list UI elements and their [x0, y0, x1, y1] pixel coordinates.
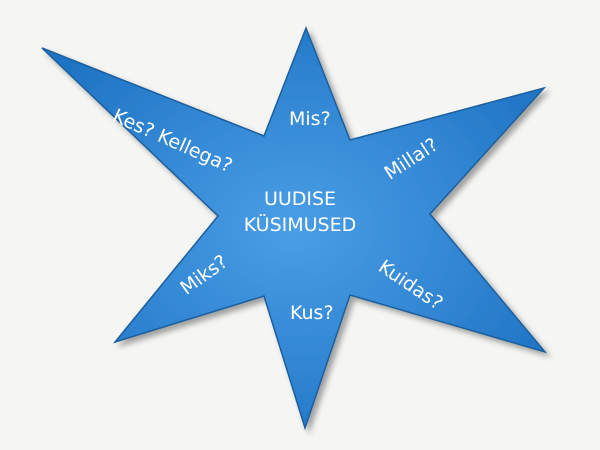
- six-point-star: [41, 25, 548, 431]
- ray-label-top: Mis?: [289, 108, 331, 130]
- center-title-line-2: KÜSIMUSED: [243, 214, 357, 236]
- center-title: UUDISE KÜSIMUSED: [215, 186, 385, 238]
- ray-label-bottom: Kus?: [290, 302, 334, 324]
- center-title-line-1: UUDISE: [263, 188, 337, 210]
